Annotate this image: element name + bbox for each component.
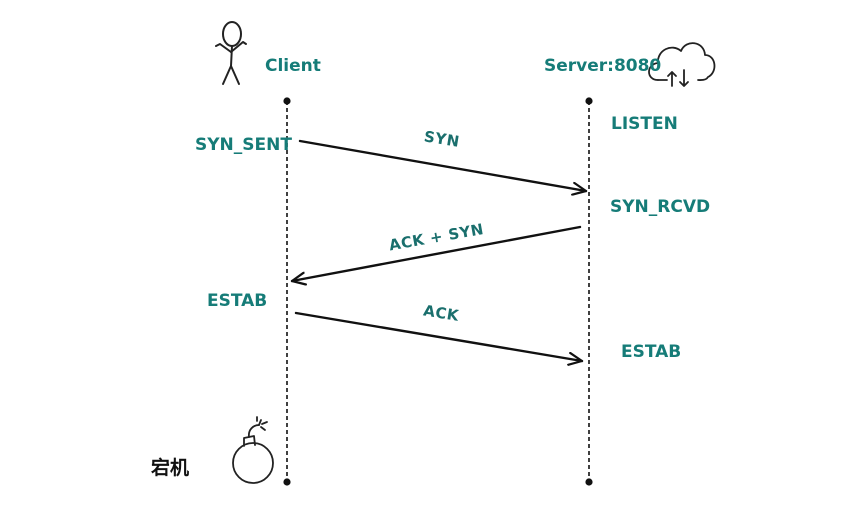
server-label: Server:8080 bbox=[544, 56, 661, 76]
server-lifeline-end-dot bbox=[585, 478, 593, 486]
client-state-estab: ESTAB bbox=[207, 291, 267, 311]
syn-message-label: SYN bbox=[423, 127, 461, 150]
stick-figure-icon bbox=[215, 21, 247, 85]
client-lifeline bbox=[283, 97, 291, 486]
server-state-listen: LISTEN bbox=[611, 114, 678, 134]
ack-message-label: ACK bbox=[422, 301, 461, 325]
cloud-upload-download-icon bbox=[648, 42, 716, 87]
ack-arrow bbox=[294, 311, 584, 361]
server-lifeline-start-dot bbox=[585, 97, 593, 105]
client-lifeline-end-dot bbox=[283, 478, 291, 486]
syn-arrow bbox=[298, 139, 588, 191]
ack-syn-arrow bbox=[290, 225, 582, 281]
crash-label: 宕机 bbox=[151, 456, 189, 479]
client-state-syn-sent: SYN_SENT bbox=[195, 135, 292, 155]
ack-syn-message-label: ACK + SYN bbox=[388, 220, 486, 254]
server-state-syn-rcvd: SYN_RCVD bbox=[610, 197, 710, 217]
bomb-icon bbox=[232, 416, 274, 484]
server-state-estab: ESTAB bbox=[621, 342, 681, 362]
server-lifeline bbox=[585, 97, 593, 486]
client-label: Client bbox=[265, 56, 321, 76]
client-lifeline-start-dot bbox=[283, 97, 291, 105]
